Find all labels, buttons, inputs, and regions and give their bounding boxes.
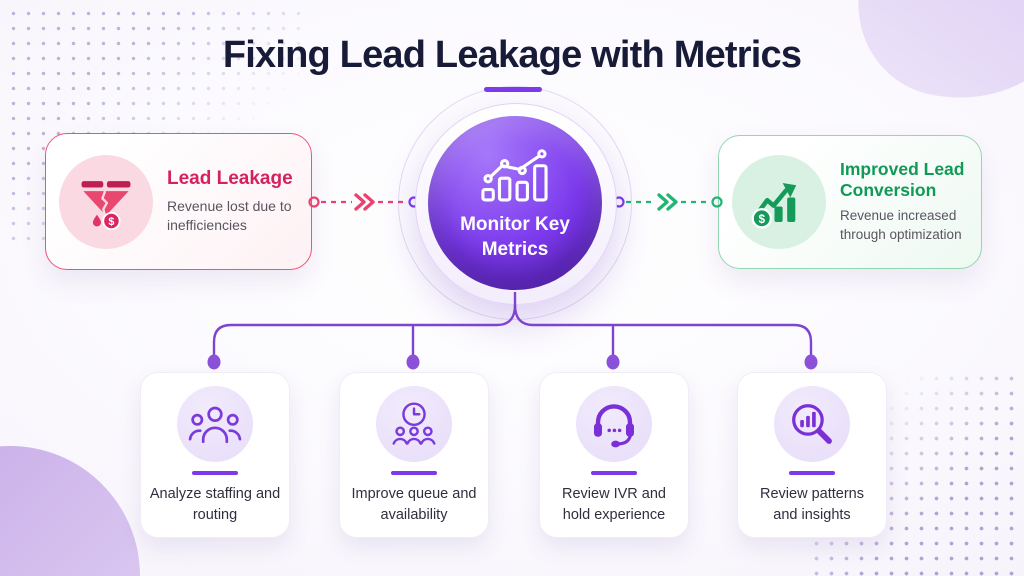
- metric-icon-bubble: [376, 386, 452, 462]
- team-people-icon: [188, 406, 242, 444]
- metric-divider: [591, 471, 637, 475]
- branching-tree-connector: [207, 292, 818, 370]
- problem-card: $ Lead Leakage Revenue lost due to ineff…: [45, 133, 312, 270]
- page-title: Fixing Lead Leakage with Metrics: [222, 34, 802, 76]
- metric-icon-bubble: [774, 386, 850, 462]
- metric-label: Analyze staffing and routing: [149, 486, 281, 523]
- metric-label: Review IVR and hold experience: [562, 486, 666, 523]
- metric-divider: [789, 471, 835, 475]
- queue-clock-icon: [392, 402, 436, 445]
- magnifier-chart-icon: [792, 404, 832, 444]
- metrics-chart-icon: [481, 149, 548, 202]
- outcome-description: Revenue increased through optimization: [840, 208, 962, 242]
- problem-description: Revenue lost due to inefficiencies: [167, 197, 292, 233]
- metric-label: Improve queue and availability: [351, 486, 477, 523]
- center-node-label: Monitor Key Metrics: [460, 214, 570, 260]
- problem-icon-bubble: $: [59, 154, 153, 249]
- problem-to-center-connector: [308, 193, 420, 211]
- svg-text:$: $: [108, 216, 114, 228]
- svg-text:$: $: [759, 213, 766, 226]
- metric-card-ivr: Review IVR and hold experience: [539, 372, 689, 538]
- metric-icon-bubble: [576, 386, 652, 462]
- blob-decoration-bottom-left: [0, 446, 140, 576]
- problem-title: Lead Leakage: [167, 167, 293, 189]
- metric-divider: [391, 471, 437, 475]
- outcome-card: $ Improved Lead Conversion Revenue incre…: [718, 135, 982, 269]
- center-node: Monitor Key Metrics: [428, 116, 602, 290]
- metric-label: Review patterns and insights: [760, 486, 864, 523]
- center-node-halo: [398, 86, 632, 320]
- leaking-funnel-dollar-icon: $: [81, 180, 131, 230]
- growth-chart-dollar-icon: $: [751, 182, 797, 229]
- outcome-icon-bubble: $: [732, 155, 826, 249]
- metric-card-staffing: Analyze staffing and routing: [140, 372, 290, 538]
- metric-card-patterns: Review patterns and insights: [737, 372, 887, 538]
- metric-icon-bubble: [177, 386, 253, 462]
- metric-card-queue: Improve queue and availability: [339, 372, 489, 538]
- outcome-title: Improved Lead Conversion: [840, 159, 965, 201]
- metric-divider: [192, 471, 238, 475]
- headset-icon: [594, 404, 634, 448]
